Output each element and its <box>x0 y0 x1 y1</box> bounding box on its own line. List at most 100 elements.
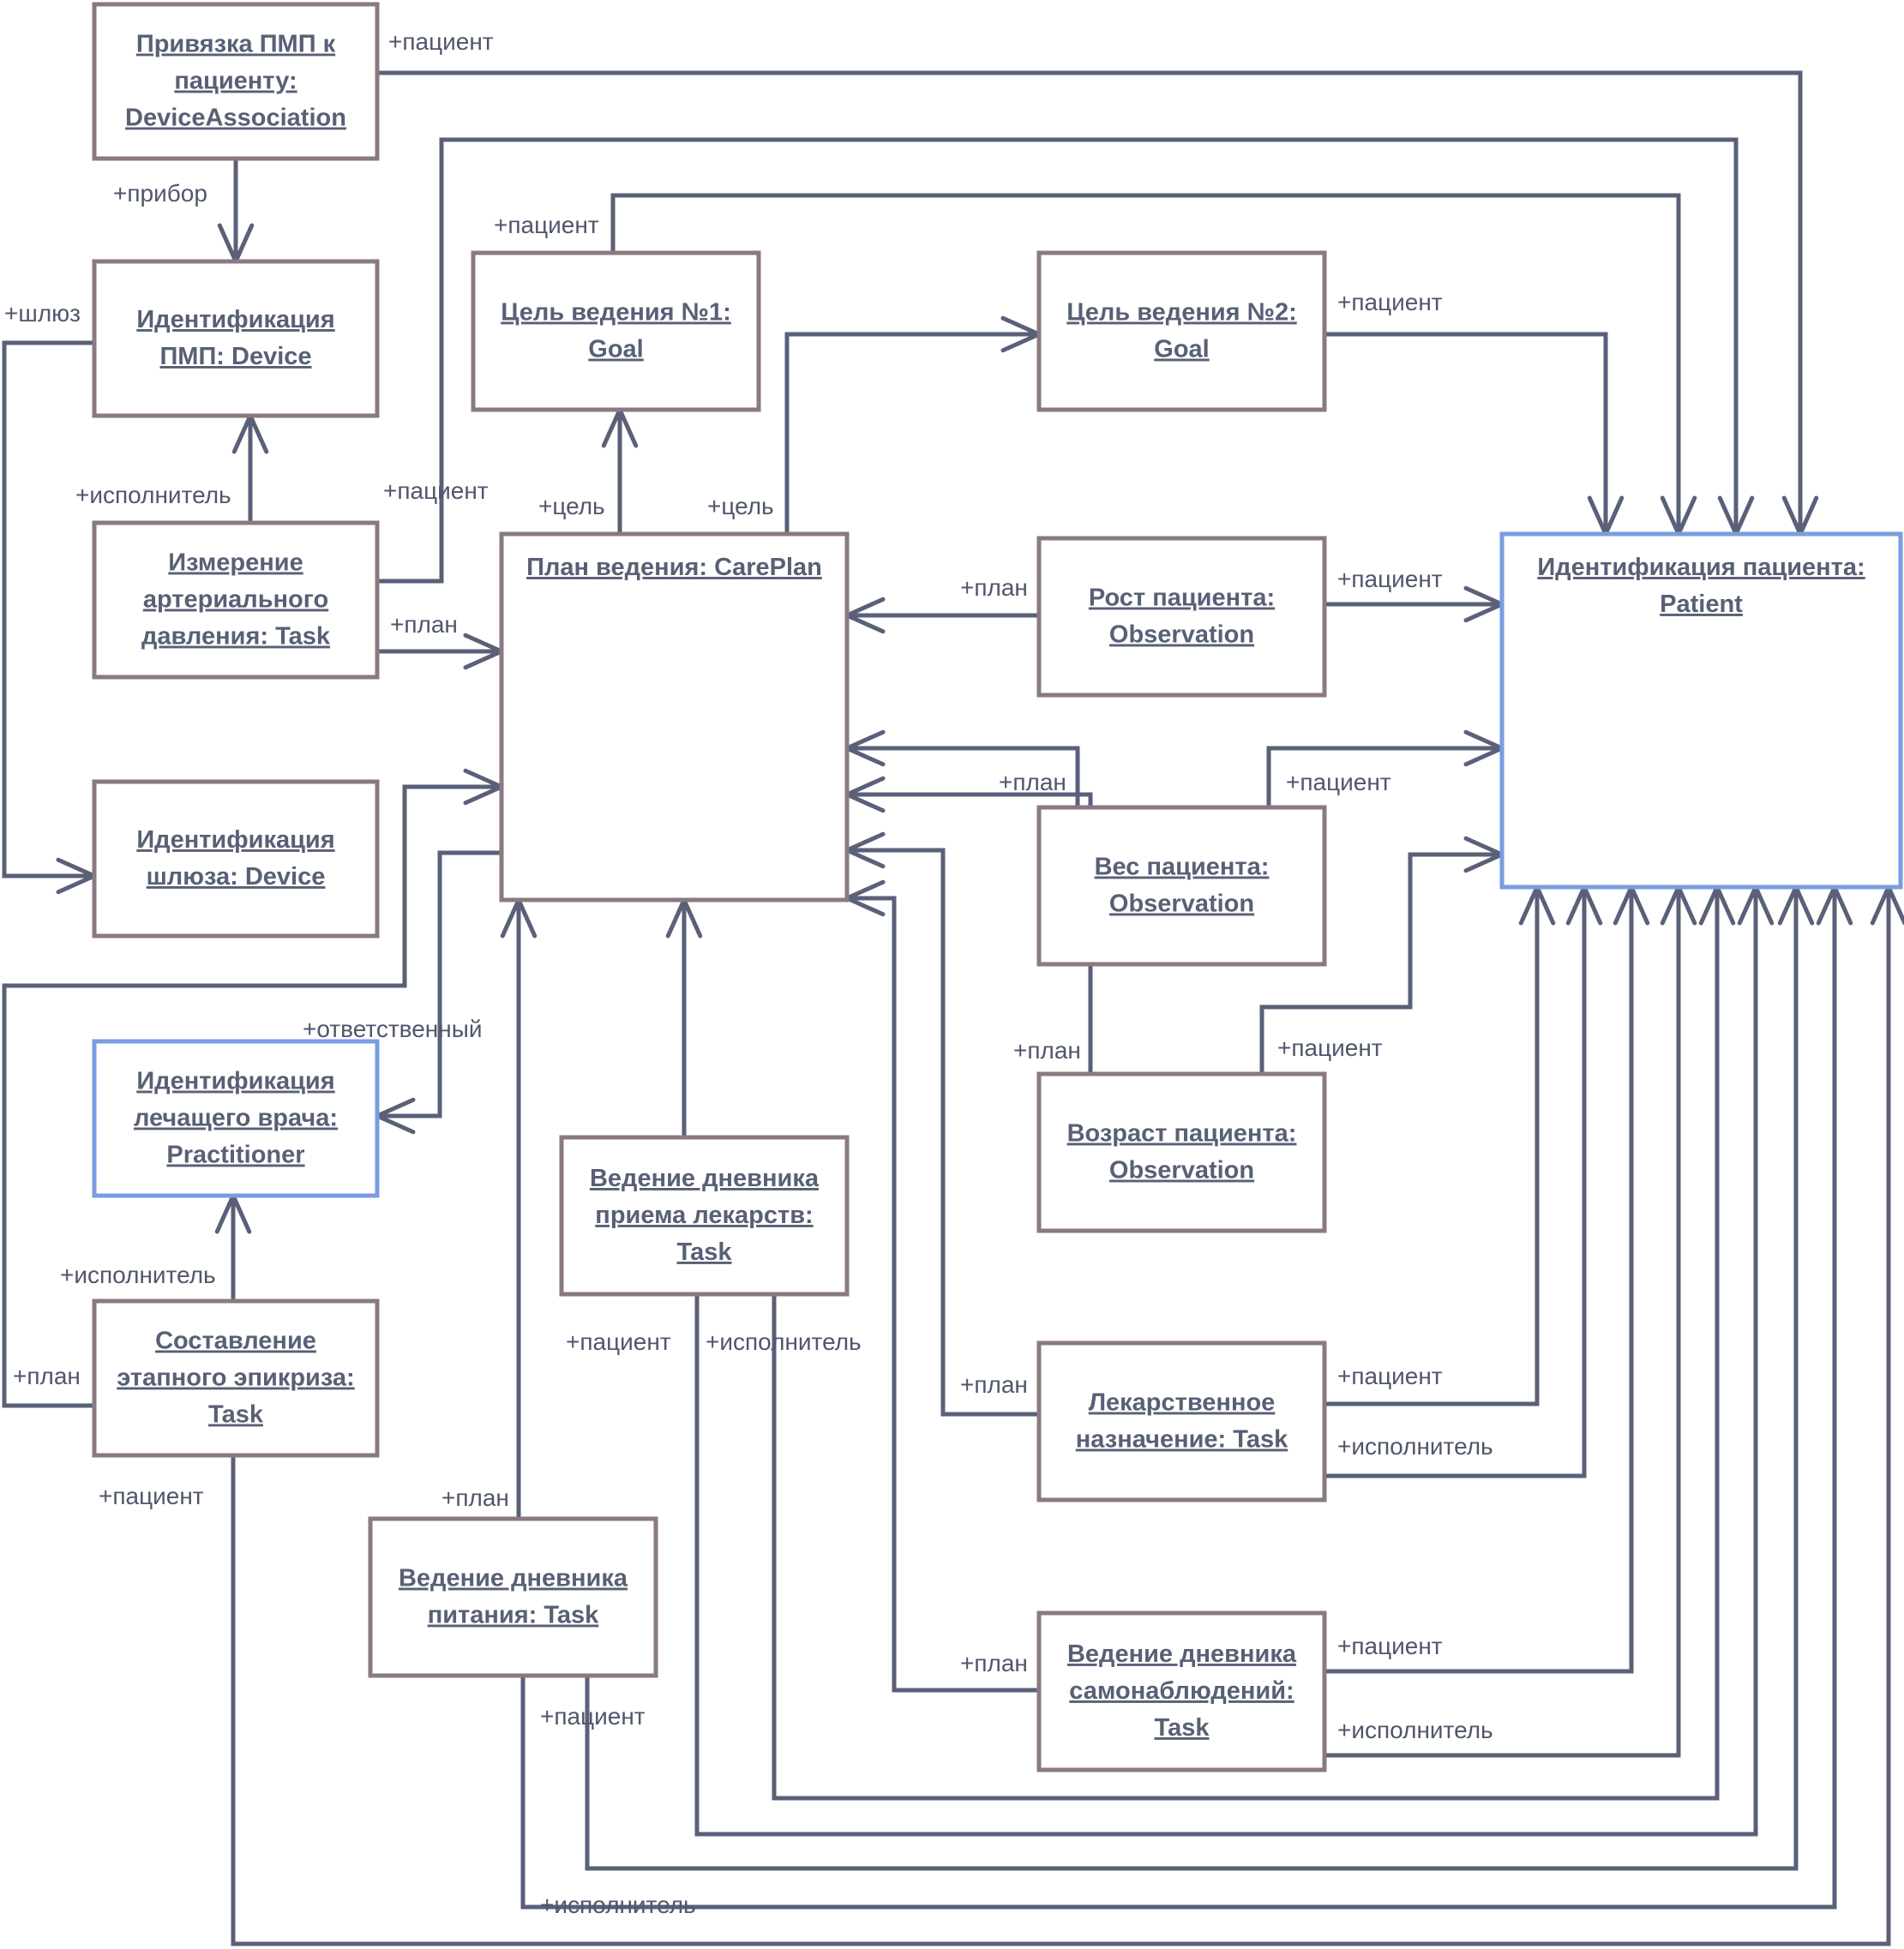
object-weight-obs: Вес пациента:Observation <box>1036 805 1327 967</box>
object-box <box>92 2 380 161</box>
object-label-line: Цель ведения №1: <box>501 299 731 327</box>
role-label-plan: +план <box>441 1484 509 1511</box>
edge-selfobs-careplan <box>847 896 1039 1693</box>
object-label-line: Вес пациента: <box>1095 854 1270 881</box>
object-box <box>92 259 380 418</box>
role-label-goal: +цель <box>707 493 774 519</box>
edge-bp-patient <box>377 137 1739 584</box>
edge-careplan-goal2 <box>784 332 1039 534</box>
role-label-plan: +план <box>960 574 1028 601</box>
object-goal2: Цель ведения №2: Goal <box>1036 250 1327 412</box>
role-label-plan: +план <box>960 1650 1028 1676</box>
edge-meds-performer <box>772 887 1720 1801</box>
object-age-obs: Возраст пациента:Observation <box>1036 1071 1327 1233</box>
object-label-line: приема лекарств: <box>595 1202 813 1229</box>
object-box <box>1036 1610 1327 1772</box>
role-label-patient: +пациент <box>1337 1363 1443 1389</box>
object-box <box>1036 805 1327 967</box>
object-label-line: давления: Task <box>141 623 331 651</box>
object-box <box>92 1298 380 1458</box>
edge-medreq-performer <box>1324 887 1587 1478</box>
role-label-patient: +пациент <box>1337 1633 1443 1659</box>
role-label-plan: +план <box>13 1363 81 1389</box>
role-label-patient: +пациент <box>540 1703 646 1730</box>
object-box <box>92 520 380 680</box>
role-label-performer: +исполнитель <box>1337 1717 1493 1743</box>
object-label-line: Goal <box>1154 336 1209 363</box>
role-label-patient: +пациент <box>388 28 494 55</box>
object-box <box>92 779 380 939</box>
object-label-line: Рост пациента: <box>1089 585 1275 612</box>
object-label-line: ПМП: Device <box>159 343 311 370</box>
object-label-line: пациенту: <box>174 68 297 95</box>
role-label-plan: +план <box>390 611 458 638</box>
object-label-line: самонаблюдений: <box>1069 1677 1294 1705</box>
object-box <box>1036 536 1327 698</box>
role-label-plan: +план <box>1013 1037 1081 1064</box>
object-label-line: Task <box>208 1401 264 1429</box>
role-label-patient: +пациент <box>494 212 599 238</box>
object-practitioner: Идентификация лечащего врача: Practitioner <box>92 1039 380 1198</box>
object-box <box>471 250 761 412</box>
role-label-patient: +пациент <box>1337 566 1443 592</box>
edge-medreq-patient <box>1324 887 1540 1406</box>
role-label-plan: +план <box>960 1371 1028 1398</box>
object-label-line: Ведение дневника <box>1067 1640 1297 1668</box>
role-labels: +пациент+прибор+шлюз+исполнитель+пациент… <box>4 28 1493 1918</box>
role-label-performer: +исполнитель <box>706 1328 862 1355</box>
object-box <box>1499 531 1903 890</box>
edge-selfobs-performer <box>1324 887 1681 1758</box>
role-label-performer: +исполнитель <box>75 482 231 508</box>
object-height-obs: Рост пациента: Observation <box>1036 536 1327 698</box>
edge-deviceassoc-patient <box>377 70 1803 534</box>
object-label-line: питания: Task <box>428 1602 599 1629</box>
role-label-patient: +пациент <box>566 1328 671 1355</box>
object-box <box>92 1039 380 1198</box>
associations <box>2 70 1904 1946</box>
edge-nutrition-patient <box>585 887 1799 1871</box>
role-label-responsible: +ответственный <box>303 1016 483 1042</box>
object-selfobs-diary-task: Ведение дневника самонаблюдений: Task <box>1036 1610 1327 1772</box>
edge-weight-careplan <box>847 746 1080 807</box>
edge-selfobs-patient <box>1324 887 1634 1674</box>
object-label-line: Observation <box>1109 1157 1254 1184</box>
object-label-line: Измерение <box>168 549 303 577</box>
role-label-goal: +цель <box>538 493 605 519</box>
edge-goal1-patient <box>610 193 1681 534</box>
object-label-line: Идентификация <box>136 1068 334 1095</box>
edge-device-gateway <box>2 340 94 879</box>
object-box <box>1036 250 1327 412</box>
role-label-patient: +пациент <box>383 477 489 504</box>
role-label-gateway: +шлюз <box>4 300 81 327</box>
role-label-patient: +пациент <box>1337 289 1443 315</box>
object-label-line: Observation <box>1109 621 1254 649</box>
object-goal1: Цель ведения №1: Goal <box>471 250 761 412</box>
role-label-patient: +пациент <box>1286 769 1391 795</box>
object-label-line: Task <box>677 1238 733 1266</box>
object-box <box>368 1516 658 1678</box>
edge-epicrisis-patient <box>231 887 1891 1946</box>
object-label-line: назначение: Task <box>1076 1426 1288 1454</box>
object-label-line: Goal <box>588 336 643 363</box>
object-box <box>559 1135 850 1297</box>
object-careplan: План ведения: CarePlan <box>499 531 850 903</box>
object-label-line: Practitioner <box>166 1142 304 1169</box>
object-box <box>1036 1340 1327 1502</box>
role-label-patient: +пациент <box>99 1483 204 1509</box>
object-label-line: Привязка ПМП к <box>136 31 336 58</box>
object-label-line: этапного эпикриза: <box>117 1364 354 1392</box>
object-label-line: Цель ведения №2: <box>1066 299 1297 327</box>
edge-medreq-careplan <box>847 848 1039 1417</box>
object-label-line: лечащего врача: <box>134 1105 338 1132</box>
edge-careplan-practitioner <box>377 850 502 1118</box>
object-box <box>499 531 850 903</box>
object-label-line: Идентификация <box>136 826 334 854</box>
object-label-line: Task <box>1155 1714 1210 1742</box>
object-label-line: Составление <box>155 1328 316 1355</box>
